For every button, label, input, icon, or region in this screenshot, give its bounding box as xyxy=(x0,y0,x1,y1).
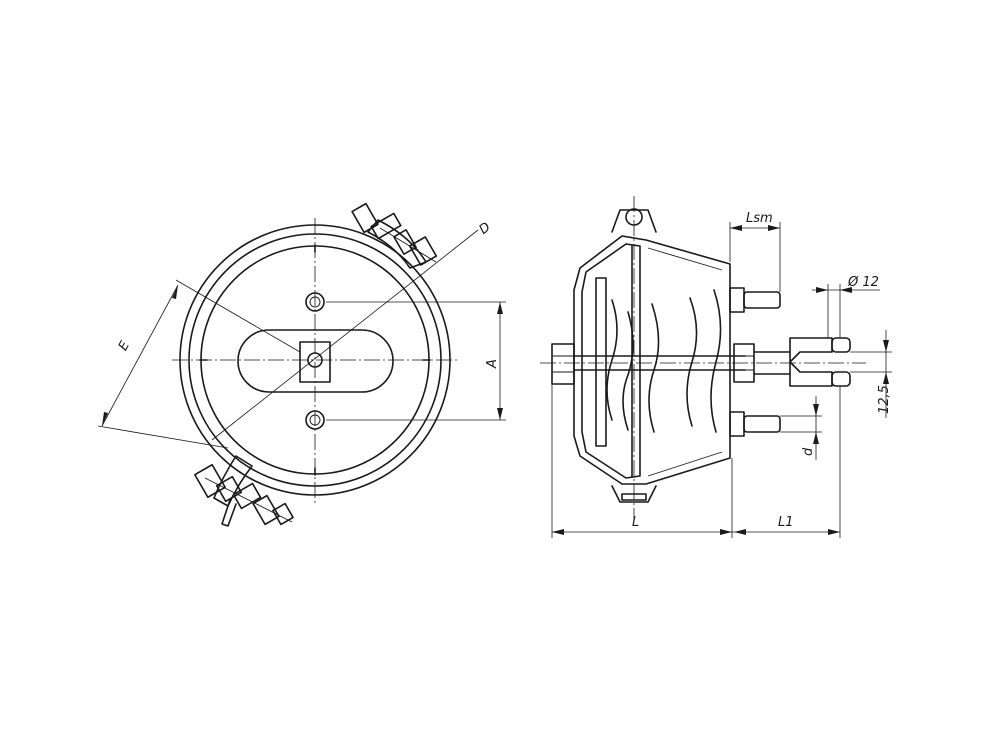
centre-nut xyxy=(299,341,331,383)
stud-top-base xyxy=(729,287,745,313)
stud-bottom-outer xyxy=(305,410,325,430)
rod-fork xyxy=(789,337,833,387)
fork-tip-top xyxy=(831,337,851,353)
stud-top-thread xyxy=(743,291,781,309)
central-pad xyxy=(237,329,394,393)
dim-e-ext-bottom xyxy=(97,425,229,449)
stud-bottom-thread xyxy=(743,415,781,433)
label-12-5: 12,5 xyxy=(877,385,892,414)
return-spring xyxy=(606,289,722,433)
centre-bolt-circle xyxy=(307,352,323,368)
label-e: E xyxy=(116,338,133,353)
housing-wall-hatched xyxy=(581,243,641,479)
clamp-bolt-top xyxy=(351,202,438,266)
label-d-small: d xyxy=(801,447,816,456)
label-a: A xyxy=(485,359,500,369)
label-d: D xyxy=(477,220,494,238)
stud-bottom-base xyxy=(729,411,745,437)
label-lsm: Lsm xyxy=(746,211,773,226)
dim-d-line xyxy=(211,229,479,441)
stud-top-outer xyxy=(305,292,325,312)
housing-shell xyxy=(573,235,731,485)
label-dia12: Ø 12 xyxy=(847,275,879,290)
left-nut xyxy=(551,343,575,385)
dim-e-line xyxy=(101,284,179,427)
clamp-bolt-bottom xyxy=(194,463,294,527)
pressure-plate xyxy=(595,277,607,447)
dim-e-ext-top xyxy=(175,279,301,353)
bottom-flange xyxy=(611,485,657,503)
stud-top-inner xyxy=(309,296,321,308)
stud-bottom-inner xyxy=(309,414,321,426)
side-view xyxy=(540,196,892,538)
fork-tip-bottom xyxy=(831,371,851,387)
label-l1: L1 xyxy=(778,515,794,530)
label-l: L xyxy=(632,515,639,530)
front-view xyxy=(97,202,506,527)
